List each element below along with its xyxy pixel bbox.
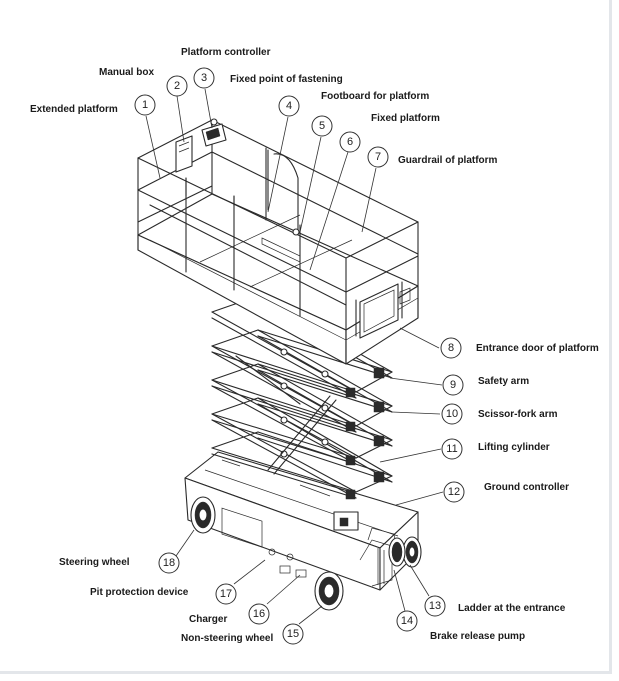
callout-8: 8 xyxy=(440,337,462,359)
callout-5: 5 xyxy=(311,115,333,137)
callout-9: 9 xyxy=(442,374,464,396)
svg-text:3: 3 xyxy=(201,72,207,84)
callout-14: 14 xyxy=(396,610,418,632)
svg-text:7: 7 xyxy=(375,151,381,163)
label-fixed-point-of-fastening: Fixed point of fastening xyxy=(230,74,343,85)
leader-lines xyxy=(145,88,444,625)
wheels xyxy=(190,496,422,611)
svg-text:6: 6 xyxy=(347,136,353,148)
figure-frame xyxy=(0,0,612,674)
callout-4: 4 xyxy=(278,95,300,117)
label-fixed-platform: Fixed platform xyxy=(371,113,440,124)
label-non-steering-wheel: Non-steering wheel xyxy=(181,633,274,644)
label-lifting-cylinder: Lifting cylinder xyxy=(478,442,550,453)
label-pit-protection-device: Pit protection device xyxy=(90,587,189,598)
label-safety-arm: Safety arm xyxy=(478,376,530,387)
svg-text:9: 9 xyxy=(450,379,456,391)
svg-text:12: 12 xyxy=(448,486,460,498)
svg-text:5: 5 xyxy=(319,120,325,132)
label-ladder-at-the-entrance: Ladder at the entrance xyxy=(458,603,566,614)
svg-text:15: 15 xyxy=(287,628,299,640)
callout-3: 3 xyxy=(193,67,215,89)
svg-text:18: 18 xyxy=(163,557,175,569)
callout-circles: 1 2 3 4 5 6 7 8 9 10 11 12 13 14 15 16 1… xyxy=(134,67,465,645)
label-manual-box: Manual box xyxy=(99,67,155,78)
label-ground-controller: Ground controller xyxy=(484,482,569,493)
svg-text:11: 11 xyxy=(446,443,457,455)
callout-18: 18 xyxy=(158,552,180,574)
callout-12: 12 xyxy=(443,481,465,503)
callout-10: 10 xyxy=(441,403,463,425)
callout-2: 2 xyxy=(166,75,188,97)
callout-13: 13 xyxy=(424,595,446,617)
svg-text:17: 17 xyxy=(220,588,232,600)
svg-text:2: 2 xyxy=(174,80,180,92)
label-scissor-fork-arm: Scissor-fork arm xyxy=(478,409,558,420)
label-charger: Charger xyxy=(189,614,228,625)
callout-1: 1 xyxy=(134,94,156,116)
label-entrance-door-of-platform: Entrance door of platform xyxy=(476,343,599,354)
callout-16: 16 xyxy=(248,603,270,625)
label-extended-platform: Extended platform xyxy=(30,104,118,115)
svg-text:8: 8 xyxy=(448,342,454,354)
callout-11: 11 xyxy=(441,438,463,460)
label-guardrail-of-platform: Guardrail of platform xyxy=(398,155,498,166)
label-steering-wheel: Steering wheel xyxy=(59,557,130,568)
callout-17: 17 xyxy=(215,583,237,605)
callout-15: 15 xyxy=(282,623,304,645)
svg-text:4: 4 xyxy=(286,100,292,112)
svg-text:10: 10 xyxy=(446,408,458,420)
callout-7: 7 xyxy=(367,146,389,168)
svg-text:14: 14 xyxy=(401,615,413,627)
label-platform-controller: Platform controller xyxy=(181,47,271,58)
chassis xyxy=(184,451,419,591)
svg-text:1: 1 xyxy=(142,99,148,111)
label-footboard-for-platform: Footboard for platform xyxy=(321,91,430,102)
label-brake-release-pump: Brake release pump xyxy=(430,631,526,642)
svg-text:16: 16 xyxy=(253,608,265,620)
svg-text:13: 13 xyxy=(429,600,441,612)
callout-6: 6 xyxy=(339,131,361,153)
platform xyxy=(137,118,419,365)
